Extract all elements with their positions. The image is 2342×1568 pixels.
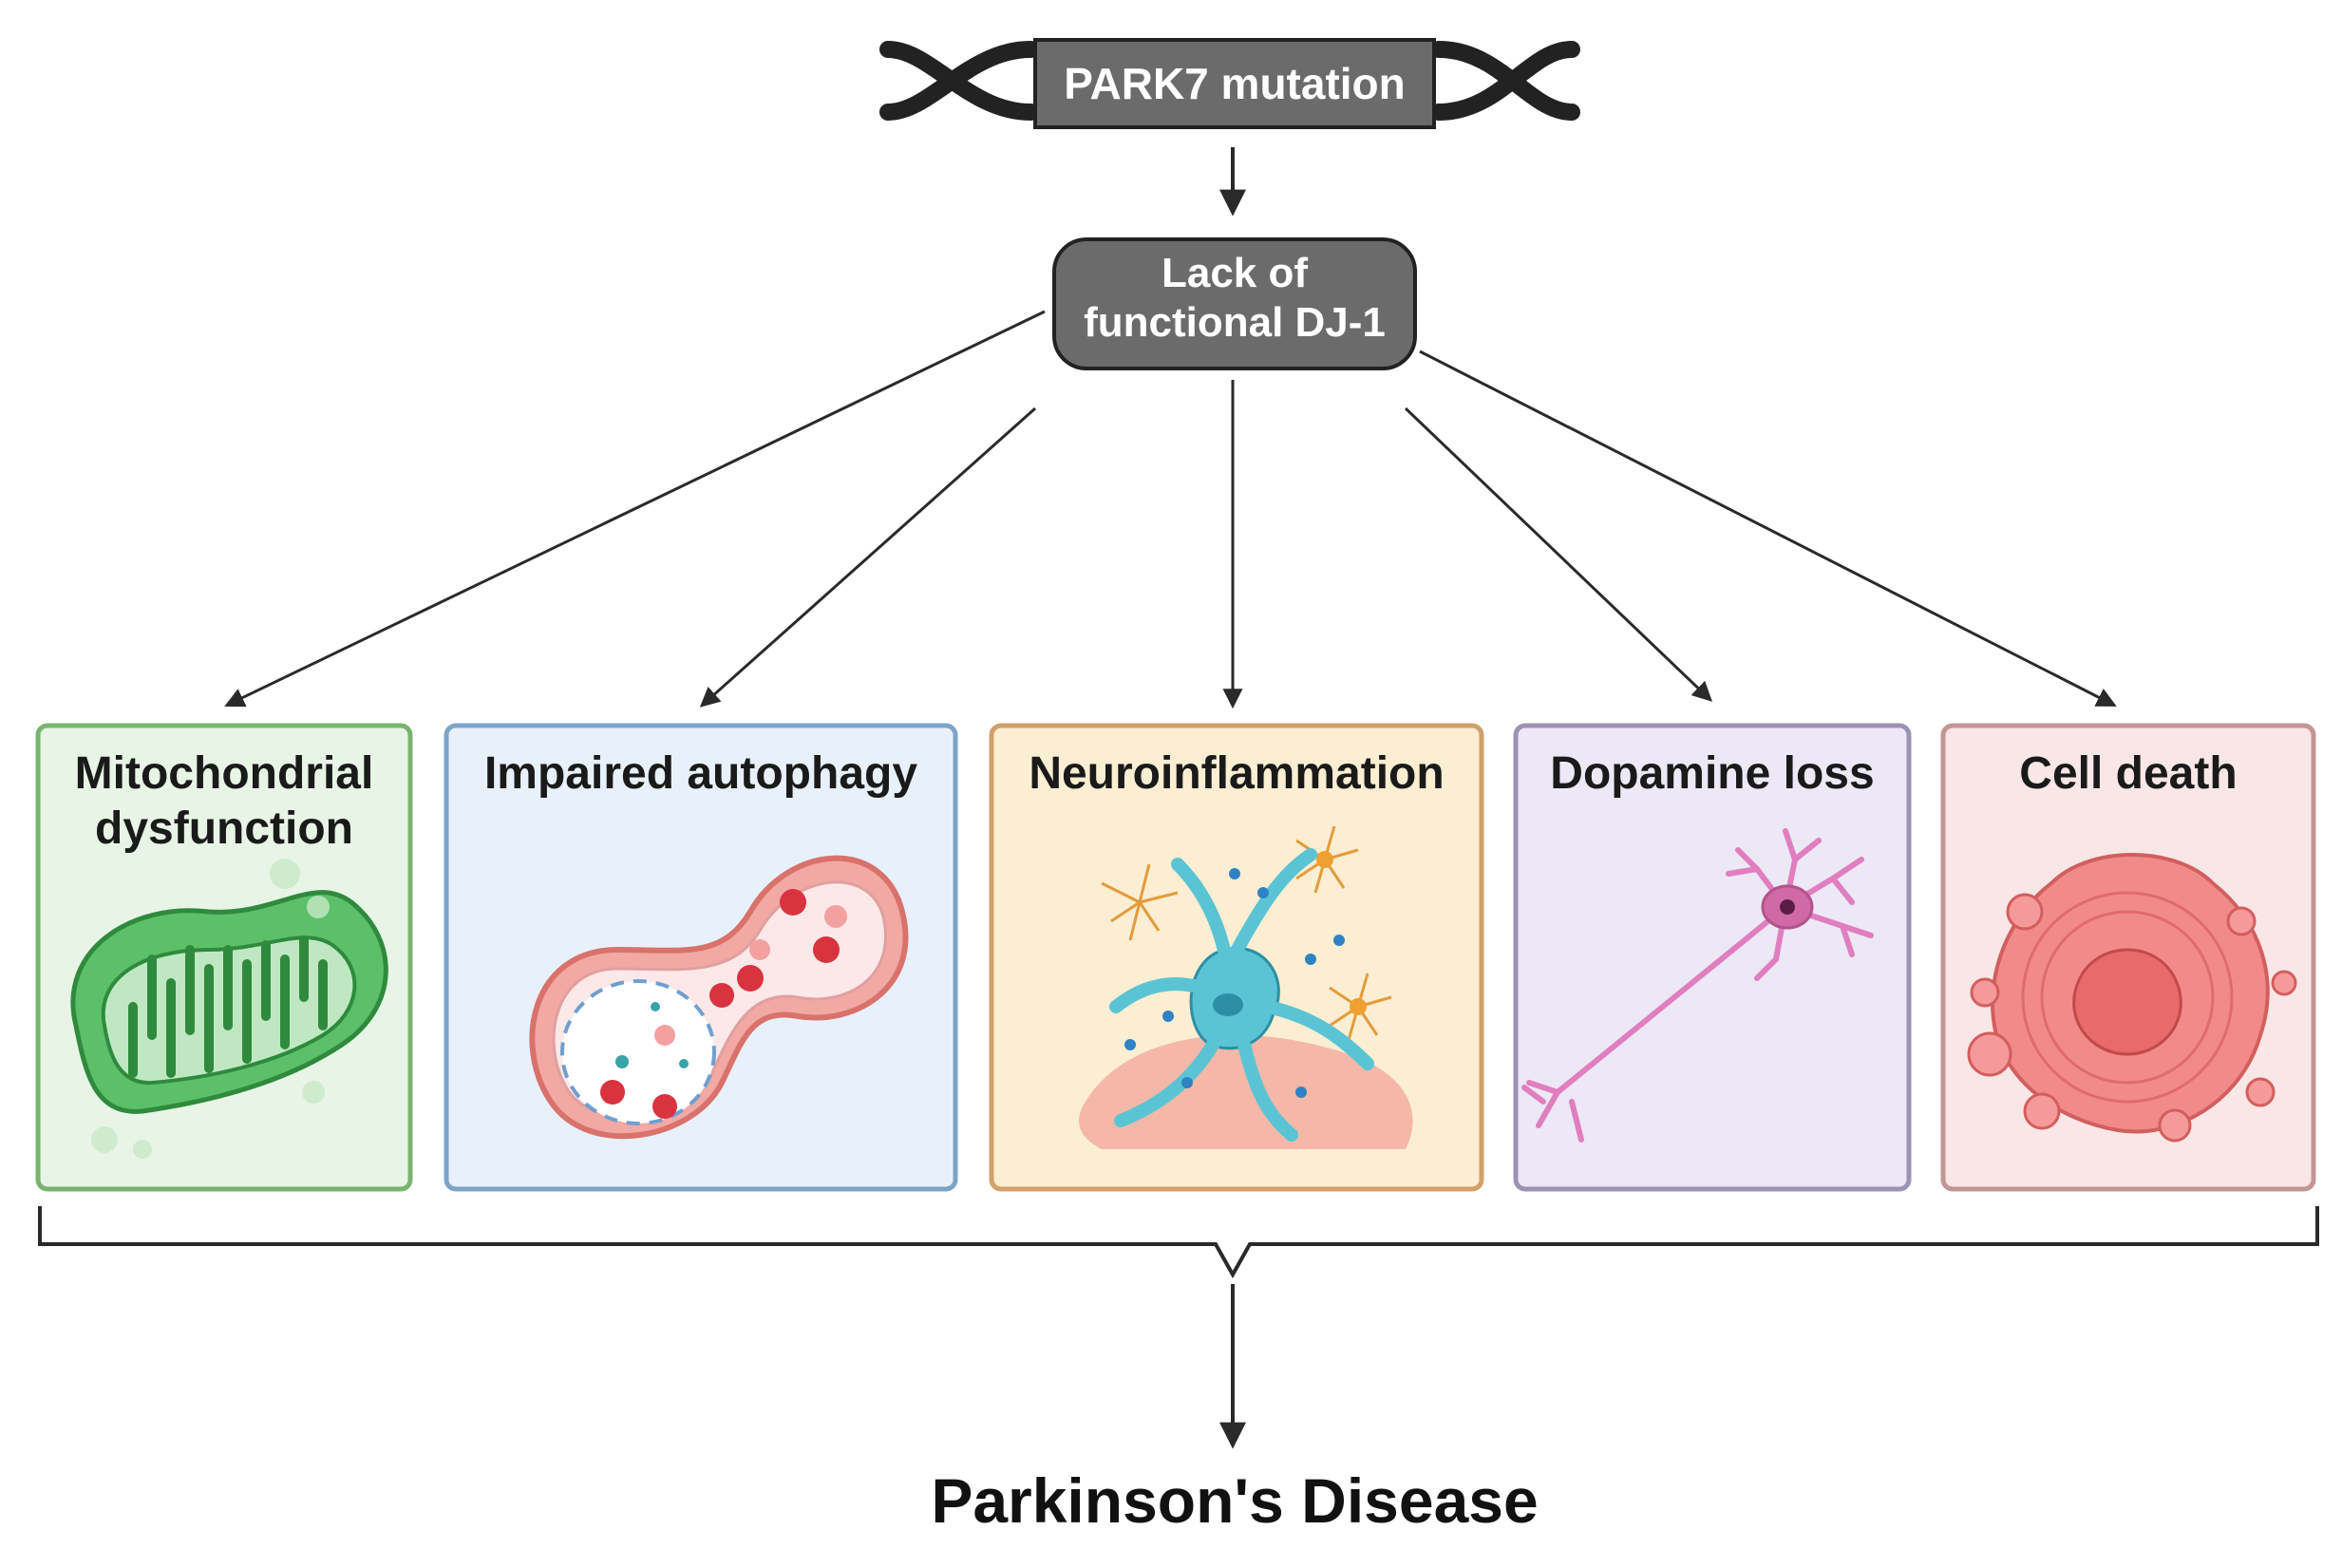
dna-helix-right-icon (1430, 41, 1580, 121)
arrow-to-autophagy (699, 406, 1036, 708)
label-mitochondrial: Mitochondrial dysfunction (38, 746, 410, 857)
label-cell-death: Cell death (2019, 748, 2238, 799)
label-dopamine: Dopamine loss (1550, 748, 1875, 799)
arrow-to-dopamine (1404, 406, 1713, 702)
autophagosome-icon (529, 855, 909, 1140)
dying-cell-icon (1967, 853, 2297, 1143)
outcome-label: Parkinson's Disease (931, 1465, 1539, 1536)
mitochondrion-icon (70, 859, 388, 1159)
dj1-label-line1: Lack of (1161, 250, 1309, 296)
effect-arrows (224, 310, 2117, 709)
label-autophagy: Impaired autophagy (483, 748, 918, 799)
microglia-astrocyte-icon (1079, 825, 1413, 1149)
dj1-node (1052, 237, 1417, 370)
arrow-to-mitochondrial (224, 310, 1046, 708)
dna-helix-left-icon (879, 41, 1039, 121)
park7-label: PARK7 mutation (1064, 59, 1406, 108)
bracket (38, 1206, 2319, 1279)
label-mitochondrial-line2: dysfunction (95, 803, 353, 854)
label-mitochondrial-line1: Mitochondrial (74, 748, 374, 799)
dj1-label: Lack of functional DJ-1 (1056, 249, 1413, 348)
box-dopamine (1513, 723, 1912, 1192)
neuron-icon (1521, 828, 1874, 1143)
dj1-label-line2: functional DJ-1 (1084, 299, 1386, 346)
label-neuroinflammation: Neuroinflammation (1029, 748, 1445, 799)
park7-node (1033, 38, 1436, 129)
arrow-to-cell-death (1419, 349, 2117, 707)
